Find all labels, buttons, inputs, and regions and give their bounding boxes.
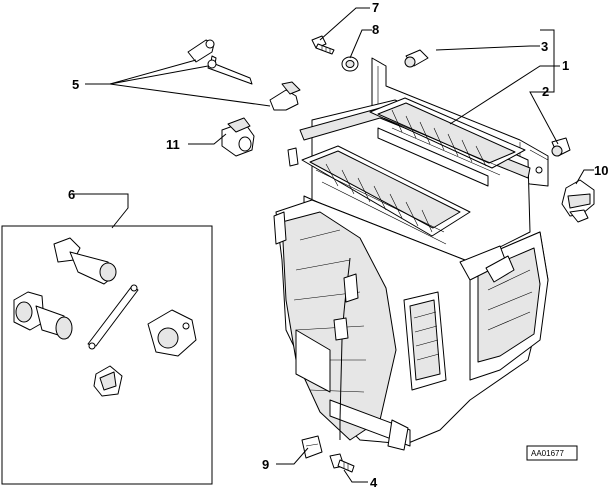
- callout-labels: 1 2 3 4 5 6 7 8 9 10 11: [68, 0, 608, 488]
- callout-2: 2: [542, 84, 549, 99]
- leader-lines: [72, 7, 594, 483]
- part-9-nut-clip: [301, 435, 323, 459]
- reference-code-box: AA01677: [526, 445, 578, 461]
- part-6-kit-inset: [1, 225, 213, 485]
- callout-10: 10: [594, 163, 608, 178]
- part-8-washer: [341, 56, 359, 72]
- callout-5: 5: [72, 77, 79, 92]
- part-10-clip: [561, 179, 595, 223]
- callout-3: 3: [541, 39, 548, 54]
- callout-4: 4: [370, 475, 378, 488]
- callout-1: 1: [562, 58, 569, 73]
- callout-7: 7: [372, 0, 379, 15]
- part-5-levers: [187, 39, 301, 111]
- part-11-actuator: [221, 117, 255, 157]
- callout-11: 11: [166, 137, 180, 152]
- part-7-screw: [311, 35, 335, 55]
- callout-8: 8: [372, 22, 379, 37]
- part-4-screw: [329, 453, 355, 473]
- callout-6: 6: [68, 187, 75, 202]
- part-2-grommet: [551, 137, 571, 157]
- heater-housing-assembly: [273, 57, 549, 451]
- part-3-grommet: [404, 49, 429, 68]
- reference-code: AA01677: [531, 449, 564, 458]
- callout-9: 9: [262, 457, 269, 472]
